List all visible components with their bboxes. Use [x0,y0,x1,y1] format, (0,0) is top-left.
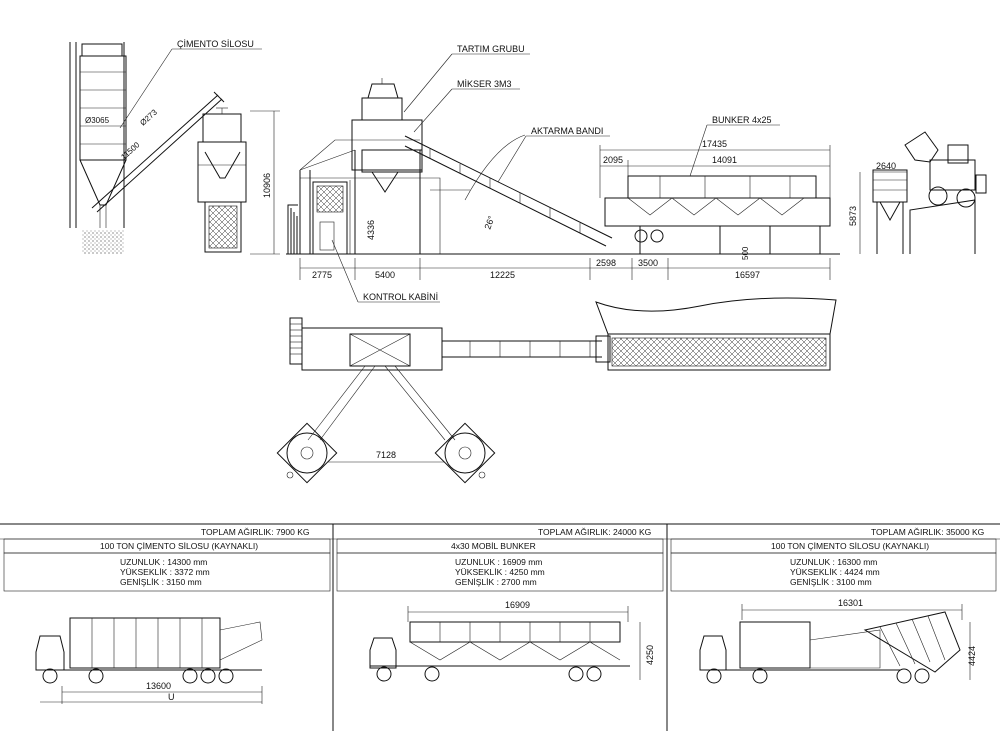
plan-view: 7128 [276,297,837,484]
loader-drawing: 2640 5873 [848,131,987,254]
panel-2-weight: TOPLAM AĞIRLIK: 24000 KG [538,527,651,537]
panel-1-spec-1: UZUNLUK : 14300 mm [120,557,207,567]
dim-plan-span: 7128 [376,450,396,460]
dim-base-2: 5400 [375,270,395,280]
transfer-belt-drawing: 26° [404,134,613,247]
base-dimensions: 2775 5400 12225 2598 3500 16597 [286,253,840,280]
panel-cement-silo-truck-2: TOPLAM AĞIRLIK: 35000 KG 100 TON ÇİMENTO… [667,527,1000,684]
transport-panels: TOPLAM AĞIRLIK: 7900 KG 100 TON ÇİMENTO … [0,523,1000,731]
dim-screw-length: 11500 [119,140,142,162]
callouts: ÇİMENTO SİLOSU Ø3065 Ø273 11500 TARTIM G… [85,39,780,303]
dim-plant-height: 10906 [262,173,272,198]
panel-3-dim-length: 16301 [838,598,863,608]
dim-base-4: 2598 [596,258,616,268]
panel-mobile-bunker-truck: TOPLAM AĞIRLIK: 24000 KG 4x30 MOBİL BUNK… [333,527,667,682]
panel-3-title: 100 TON ÇİMENTO SİLOSU (KAYNAKLI) [771,541,929,551]
cement-silo-drawing [69,42,127,254]
dim-base-3: 12225 [490,270,515,280]
dim-loader-width: 2640 [876,161,896,171]
dim-belt-angle: 26° [482,214,496,231]
label-weighing-group: TARTIM GRUBU [457,44,525,54]
panel-1-weight: TOPLAM AĞIRLIK: 7900 KG [201,527,310,537]
label-bunker: BUNKER 4x25 [712,115,772,125]
panel-1-dim-extra: U [168,692,175,702]
panel-2-spec-3: GENİŞLİK : 2700 mm [455,577,537,587]
dim-base-6: 16597 [735,270,760,280]
screw-conveyor-drawing [91,91,225,213]
panel-3-spec-2: YÜKSEKLİK : 4424 mm [790,567,880,577]
dim-bunker-height-small: 500 [741,246,750,260]
panel-3-weight: TOPLAM AĞIRLIK: 35000 KG [871,527,984,537]
weighing-tower-drawing [197,107,247,253]
main-plant-drawing: 4336 [287,78,470,255]
dim-silo-diameter: Ø3065 [85,116,110,125]
dim-base-5: 3500 [638,258,658,268]
dim-loader-height: 5873 [848,206,858,226]
dim-screw-diameter: Ø273 [138,107,159,127]
panel-cement-silo-truck: TOPLAM AĞIRLIK: 7900 KG 100 TON ÇİMENTO … [0,527,333,704]
panel-3-dim-height: 4424 [967,646,977,666]
panel-3-spec-3: GENİŞLİK : 3100 mm [790,577,872,587]
dim-mixer-height: 4336 [366,220,376,240]
panel-2-dim-length: 16909 [505,600,530,610]
panel-1-title: 100 TON ÇİMENTO SİLOSU (KAYNAKLI) [100,541,258,551]
panel-2-title: 4x30 MOBİL BUNKER [451,541,536,551]
panel-2-spec-2: YÜKSEKLİK : 4250 mm [455,567,545,577]
dim-bunker-length: 14091 [712,155,737,165]
height-dimension: 10906 [250,110,280,255]
panel-2-spec-1: UZUNLUK : 16909 mm [455,557,542,567]
dim-base-1: 2775 [312,270,332,280]
side-elevation: 10906 4336 [69,39,987,303]
label-transfer-belt: AKTARMA BANDI [531,126,603,136]
label-control-cabin: KONTROL KABİNİ [363,292,438,302]
panel-1-dim-length: 13600 [146,681,171,691]
panel-2-dim-height: 4250 [645,645,655,665]
label-cement-silo: ÇİMENTO SİLOSU [177,39,254,49]
panel-3-spec-1: UZUNLUK : 16300 mm [790,557,877,567]
panel-1-spec-2: YÜKSEKLİK : 3372 mm [120,567,210,577]
dim-bunker-offset: 2095 [603,155,623,165]
dim-bunker-total: 17435 [702,139,727,149]
panel-1-spec-3: GENİŞLİK : 3150 mm [120,577,202,587]
bunker-drawing: 17435 2095 14091 500 [599,139,831,260]
label-mixer: MİKSER 3M3 [457,79,512,89]
